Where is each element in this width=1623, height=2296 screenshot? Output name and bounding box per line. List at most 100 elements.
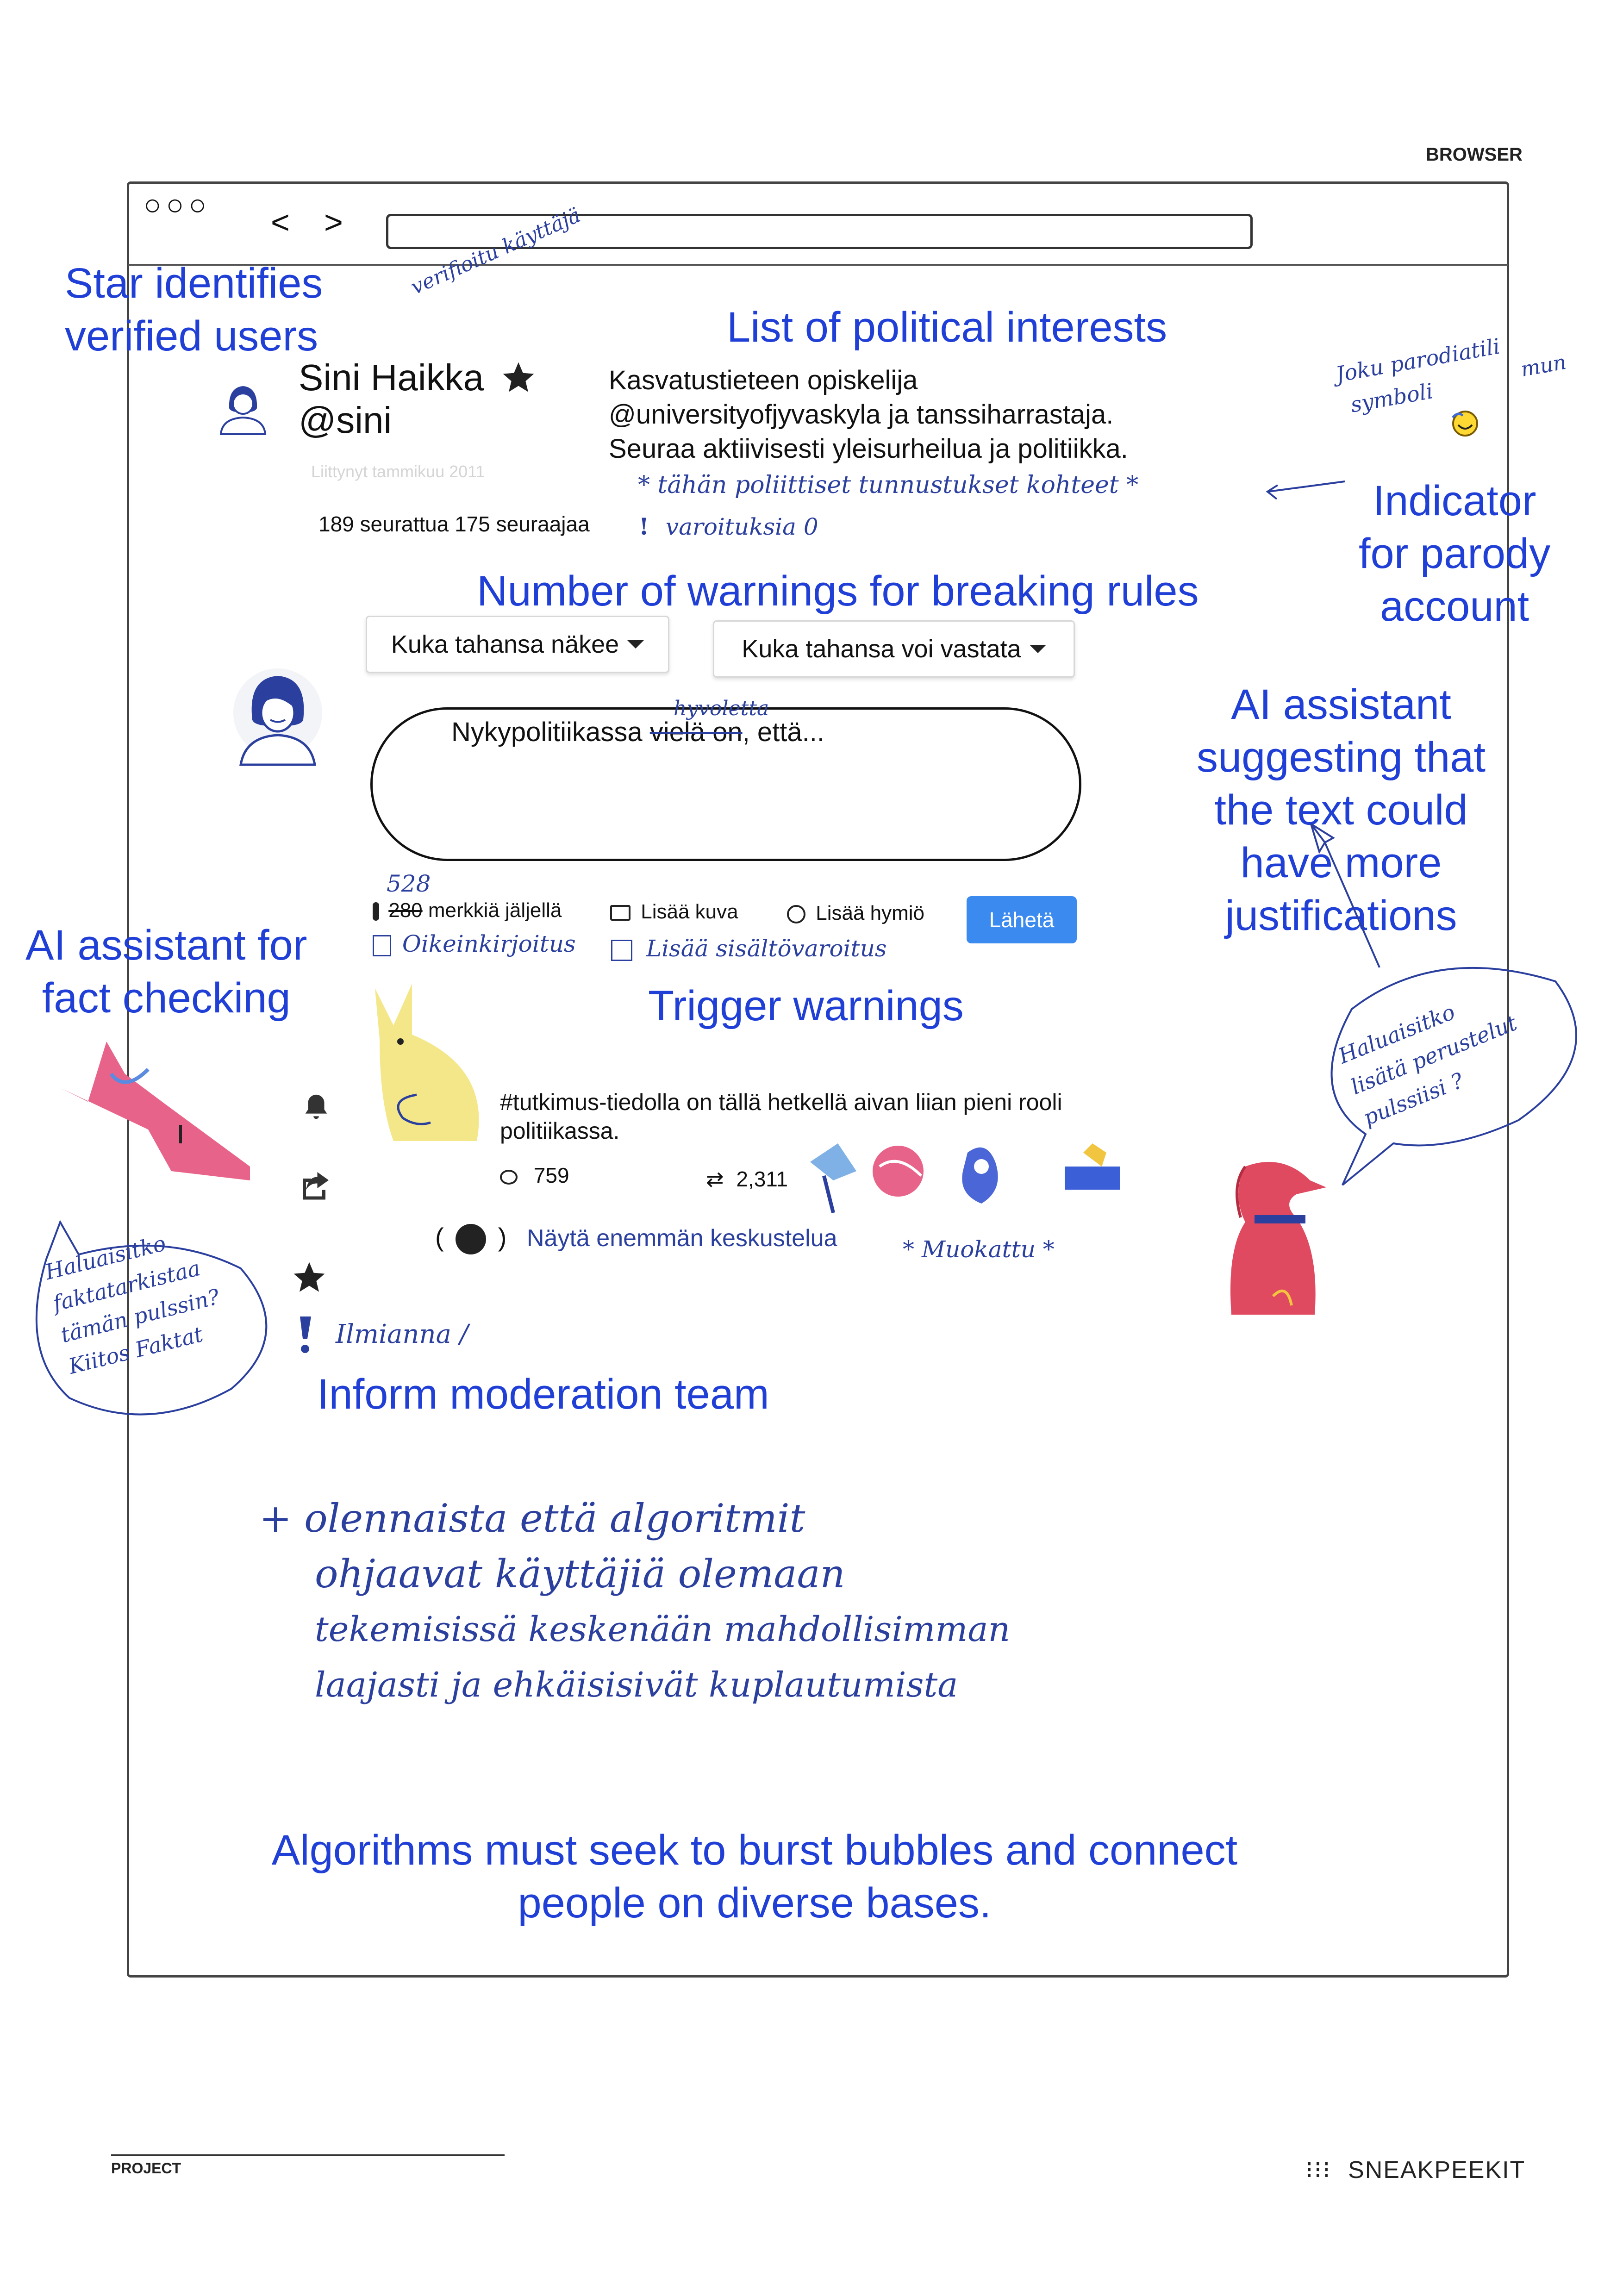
speech-bubble-justifications	[1296, 935, 1583, 1194]
add-emoji-label: Lisää hymiö	[816, 902, 925, 924]
image-icon	[610, 905, 630, 921]
raised-hand-icon	[1065, 1143, 1120, 1190]
annotation-parody-line1: Indicator	[1373, 477, 1536, 524]
annotation-ai-line3: the text could	[1214, 786, 1468, 834]
checkbox-icon	[373, 935, 391, 956]
parody-emoji-icon	[1449, 407, 1481, 440]
paren-right: )	[498, 1223, 507, 1252]
pointer-arrow-icon	[1305, 815, 1398, 972]
post-text: #tutkimus-tiedolla on tällä hetkellä aiv…	[500, 1088, 1062, 1145]
annotation-verified-star: Star identifies verified users	[65, 257, 323, 362]
bio-line-3: Seuraa aktiivisesti yleisurheilua ja pol…	[609, 434, 1128, 464]
annotation-warnings-count: Number of warnings for breaking rules	[477, 568, 1199, 615]
send-button-label: Lähetä	[989, 908, 1055, 932]
composer-avatar[interactable]	[231, 667, 324, 768]
brand-dots-icon: ⁝⁝⁝	[1305, 2157, 1331, 2184]
verified-star-icon	[500, 359, 537, 396]
chevron-down-icon	[1029, 645, 1046, 653]
annotation-trigger-warnings: Trigger warnings	[648, 982, 964, 1029]
annotation-ai-justifications: AI assistant suggesting that the text co…	[1197, 678, 1486, 942]
note-line1: + olennaista että algoritmit	[259, 1496, 805, 1541]
comment-icon	[500, 1169, 518, 1185]
reply-setting-dropdown[interactable]: Kuka tahansa voi vastata	[713, 620, 1075, 678]
annotation-algorithms: Algorithms must seek to burst bubbles an…	[259, 1824, 1250, 1929]
smiley-icon	[787, 905, 805, 924]
red-dog-sticker	[1227, 1157, 1333, 1315]
handwriting-political-support: * tähän poliittiset tunnustukset kohteet…	[638, 471, 1139, 499]
heart-hands-icon	[873, 1146, 924, 1197]
star-icon[interactable]	[291, 1259, 328, 1296]
annotation-political-interests: List of political interests	[727, 304, 1167, 351]
proofreading-checkbox[interactable]: Oikeinkirjoitus	[373, 930, 576, 957]
content-warning-label: Lisää sisältövaroitus	[646, 935, 887, 962]
bio-line-2: @universityofjyvaskyla ja tanssiharrasta…	[609, 399, 1114, 430]
composer-text-after: , että...	[742, 717, 824, 747]
bell-icon[interactable]	[300, 1091, 332, 1123]
speech-bubble-fact-check	[19, 1204, 278, 1435]
annotation-parody-line2: for parody	[1359, 530, 1551, 577]
post-text-line1: #tutkimus-tiedolla on tällä hetkellä aiv…	[500, 1089, 1062, 1115]
note-line3: tekemisissä keskenään mahdollisimman	[315, 1610, 1011, 1649]
yellow-rabbit-sticker	[361, 984, 505, 1150]
annotation-verified-star-line1: Star identifies	[65, 260, 323, 307]
add-emoji-button[interactable]: Lisää hymiö	[787, 902, 924, 925]
show-more-label: Näytä enemmän keskustelua	[527, 1225, 837, 1252]
annotation-verified-star-line2: verified users	[65, 312, 318, 360]
profile-handle: @sini	[299, 399, 392, 441]
annotation-ai-line1: AI assistant	[1231, 681, 1451, 728]
composer-text-area[interactable]	[370, 707, 1081, 861]
show-more-conversation[interactable]: ( ) Näytä enemmän keskustelua	[435, 1222, 837, 1255]
paren-left: (	[435, 1223, 444, 1252]
profile-name: Sini Haikka	[299, 357, 484, 398]
profile-stats[interactable]: 189 seurattua 175 seuraajaa	[318, 512, 590, 536]
composer-text-before: Nykypolitiikassa	[451, 717, 643, 747]
thermometer-icon	[373, 902, 379, 921]
character-counter: 280 merkkiä jäljellä	[373, 899, 562, 922]
reaction-stickers[interactable]	[805, 1134, 1139, 1217]
post-text-line2: politiikassa.	[500, 1118, 620, 1144]
browser-label: BROWSER	[1426, 144, 1523, 165]
address-bar[interactable]	[386, 214, 1253, 249]
clapping-hands-icon	[810, 1143, 856, 1213]
annotation-ai-line5: justifications	[1225, 892, 1457, 939]
handwriting-warnings-zero: ! varoituksia 0	[639, 513, 818, 540]
forward-button[interactable]: >	[324, 204, 343, 240]
brand-name: SNEAKPEEKIT	[1348, 2157, 1526, 2184]
chars-label: merkkiä jäljellä	[428, 899, 562, 922]
retweet-count[interactable]: ⇄ 2,311	[706, 1167, 788, 1192]
chars-struck: 280	[388, 899, 423, 922]
annotation-ai-line2: suggesting that	[1197, 734, 1486, 781]
handwriting-warnings-text: varoituksia 0	[665, 513, 818, 540]
composer-text: Nykypolitiikassa vielä on, että...	[451, 717, 824, 748]
add-image-button[interactable]: Lisää kuva	[610, 900, 738, 923]
reply-count-value: 759	[533, 1163, 569, 1187]
send-button[interactable]: Lähetä	[967, 896, 1077, 943]
handwriting-parody-extra: mun	[1519, 350, 1568, 382]
note-line2: ohjaavat käyttäjiä olemaan	[315, 1551, 845, 1597]
composer-text-struck: vielä on	[649, 717, 743, 747]
annotation-fact-line2: fact checking	[42, 974, 291, 1022]
report-exclamation-icon[interactable]	[296, 1315, 315, 1356]
project-divider	[111, 2154, 505, 2156]
back-button[interactable]: <	[271, 204, 290, 240]
share-icon[interactable]	[296, 1166, 335, 1204]
annotation-parody-indicator: Indicator for parody account	[1359, 474, 1550, 633]
retweet-icon: ⇄	[706, 1167, 724, 1191]
handwriting-chars-new: 528	[387, 870, 431, 897]
window-controls[interactable]: ○○○	[144, 188, 211, 221]
note-line4: laajasti ja ehkäisisivät kuplautumista	[315, 1665, 958, 1705]
profile-avatar-small[interactable]	[211, 376, 275, 436]
content-warning-checkbox[interactable]: Lisää sisältövaroitus	[611, 935, 887, 962]
reply-count[interactable]: 759	[500, 1163, 569, 1188]
handwritten-algorithm-note: + olennaista että algoritmit ohjaavat kä…	[259, 1491, 1010, 1713]
ok-hand-icon	[962, 1147, 998, 1204]
checkbox-icon	[611, 940, 632, 961]
report-label[interactable]: Ilmianna /	[336, 1319, 468, 1349]
project-label: PROJECT	[111, 2160, 181, 2177]
reply-setting-dropdown-label: Kuka tahansa voi vastata	[742, 635, 1021, 663]
parody-arrow-icon	[1264, 472, 1347, 509]
visibility-dropdown[interactable]: Kuka tahansa näkee	[366, 616, 669, 673]
profile-bio: Kasvatustieteen opiskelija @universityof…	[609, 363, 1128, 466]
annotation-inform-moderation: Inform moderation team	[317, 1371, 769, 1418]
retweet-count-value: 2,311	[736, 1167, 788, 1191]
